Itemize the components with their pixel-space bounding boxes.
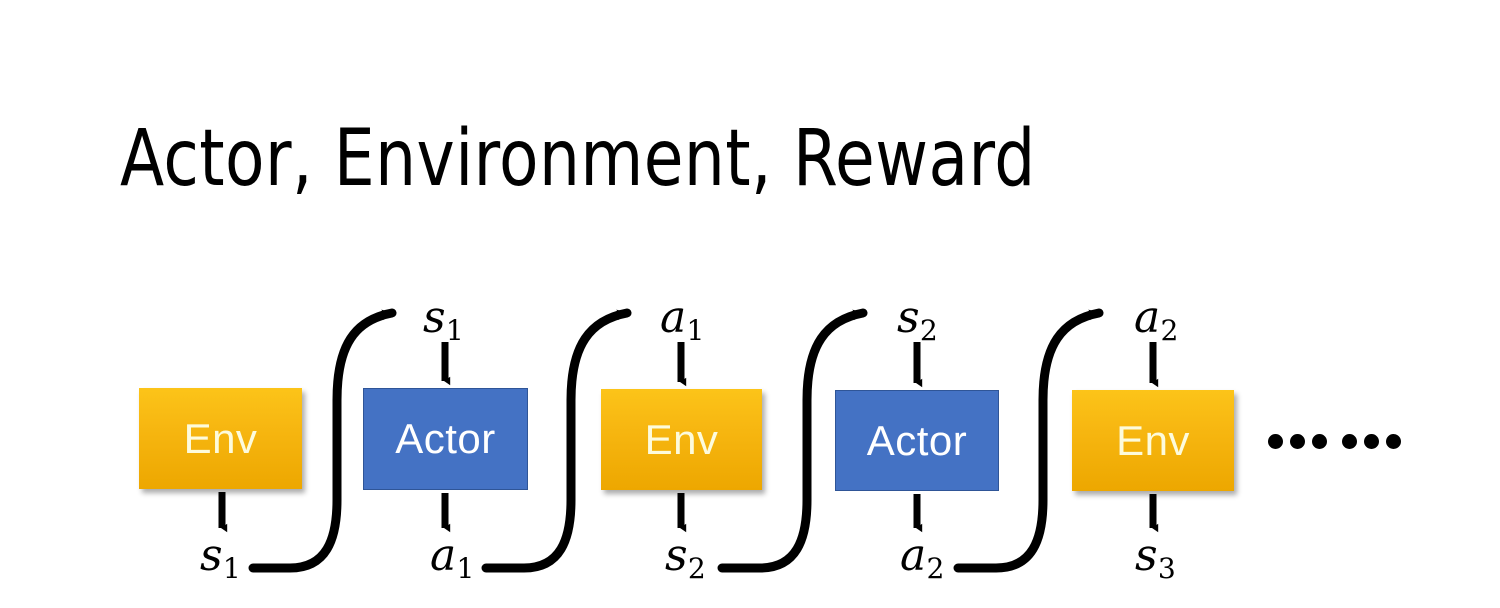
label-top-s2: s2 [897, 296, 938, 345]
sequence-ellipsis-icon [1268, 434, 1401, 449]
subscript: 1 [456, 551, 475, 585]
subscript: 2 [1160, 313, 1179, 347]
ellipsis-dot [1290, 434, 1305, 449]
label-bottom-s2: s2 [665, 534, 706, 583]
subscript: 1 [686, 313, 705, 347]
symbol: s [200, 530, 223, 581]
subscript: 1 [445, 313, 464, 347]
symbol: a [900, 530, 927, 581]
label-top-s1: s1 [423, 296, 464, 345]
subscript: 2 [919, 313, 938, 347]
label-top-a2: a2 [1134, 296, 1178, 345]
ellipsis-dot [1342, 434, 1357, 449]
symbol: s [665, 530, 688, 581]
node-label: Actor [395, 415, 496, 462]
node-label: Actor [866, 416, 968, 464]
subscript: 2 [926, 551, 945, 585]
node-env-2[interactable]: Env [601, 389, 762, 490]
ellipsis-dot [1312, 434, 1327, 449]
ellipsis-dot [1364, 434, 1379, 449]
ellipsis-dot [1268, 434, 1283, 449]
node-label: Env [183, 414, 258, 462]
subscript: 1 [222, 551, 241, 585]
symbol: a [1134, 292, 1161, 343]
label-bottom-a1: a1 [430, 534, 474, 583]
symbol: s [1135, 530, 1158, 581]
node-env-1[interactable]: Env [139, 388, 302, 489]
label-top-a1: a1 [660, 296, 704, 345]
node-label: Env [644, 415, 719, 463]
symbol: s [423, 292, 446, 343]
subscript: 3 [1157, 551, 1176, 585]
symbol: a [660, 292, 687, 343]
node-env-3[interactable]: Env [1072, 390, 1234, 491]
label-bottom-s1: s1 [200, 534, 241, 583]
label-bottom-s3: s3 [1135, 534, 1176, 583]
node-actor-2[interactable]: Actor [835, 390, 999, 491]
symbol: a [430, 530, 457, 581]
ellipsis-dot [1386, 434, 1401, 449]
symbol: s [897, 292, 920, 343]
node-actor-1[interactable]: Actor [363, 388, 528, 490]
subscript: 2 [687, 551, 706, 585]
node-label: Env [1116, 416, 1190, 464]
page-title: Actor, Environment, Reward [120, 114, 1036, 204]
label-bottom-a2: a2 [900, 534, 944, 583]
